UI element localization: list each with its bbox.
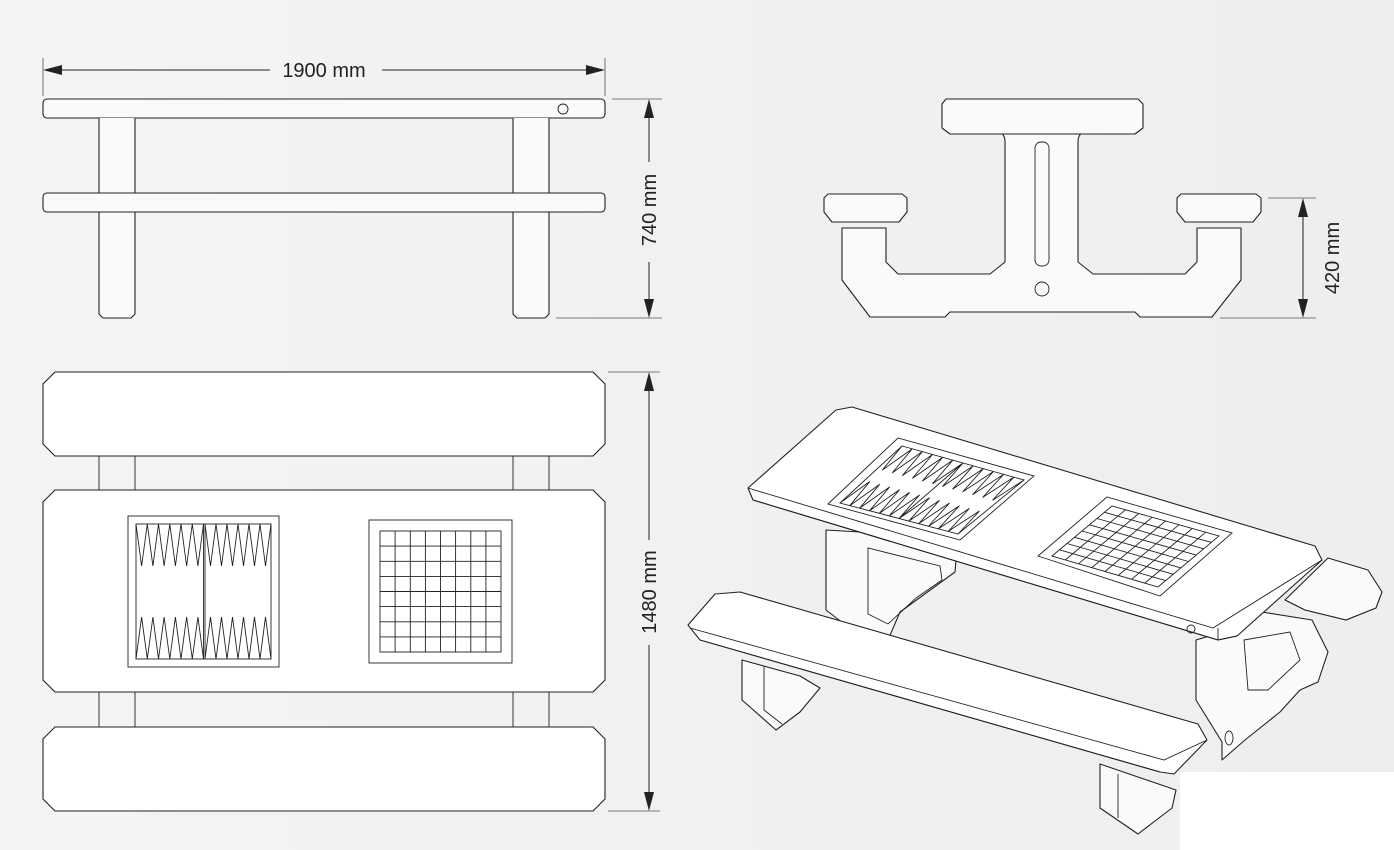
center-slot [1034, 141, 1050, 267]
iso-chessboard-lines [1051, 505, 1220, 588]
dimension-bench-height: 420 mm [1220, 197, 1344, 319]
dimension-width: 1480 mm [608, 371, 661, 812]
table-top-plan [42, 489, 606, 693]
iso-chessboard-grid [1051, 505, 1220, 588]
dimension-height: 740 mm [556, 98, 662, 319]
iso-backgammon-lines [839, 445, 1025, 535]
iso-bench-support-left [741, 659, 821, 731]
iso-backgammon-frame [827, 437, 1035, 541]
backgammon-points-bottom [204, 616, 272, 660]
watermark-patch [1180, 772, 1394, 850]
top-view [42, 371, 606, 812]
bench-side [42, 192, 606, 213]
iso-bolt-hole-pedestal [1224, 730, 1234, 746]
backgammon-points-top [135, 523, 204, 567]
bolt-hole [557, 103, 569, 115]
leg-right [512, 118, 550, 319]
pedestal-body [841, 131, 1242, 318]
backgammon-points-bottom [135, 616, 204, 660]
bench-height-label: 420 mm [1322, 222, 1344, 294]
isometric-view [687, 406, 1383, 835]
table-top-side [42, 98, 606, 119]
chessboard-grid [380, 531, 501, 652]
height-label: 740 mm [639, 174, 661, 246]
iso-bolt-hole-top [1186, 624, 1196, 634]
iso-backgammon-points [839, 445, 1025, 535]
chessboard-lines [380, 531, 501, 652]
bench-top-upper [42, 371, 606, 457]
bench-top-lower [42, 726, 606, 812]
width-label: 1480 mm [639, 550, 661, 633]
side-view [42, 98, 606, 319]
dimension-length: 1900 mm [42, 58, 606, 96]
iso-chessboard-frame [1037, 496, 1233, 597]
iso-bench-support-right [1099, 763, 1177, 835]
backgammon-frame [127, 515, 280, 668]
leg-left [98, 118, 136, 319]
table-top-end [941, 98, 1144, 135]
backgammon-points-top [204, 523, 272, 567]
chessboard-frame [368, 519, 513, 664]
length-label: 1900 mm [282, 60, 365, 82]
end-bolt-hole [1034, 281, 1050, 297]
end-view [823, 98, 1262, 318]
backgammon-points [135, 523, 272, 660]
bench-end-right [1176, 193, 1262, 223]
bench-end-left [823, 193, 908, 223]
